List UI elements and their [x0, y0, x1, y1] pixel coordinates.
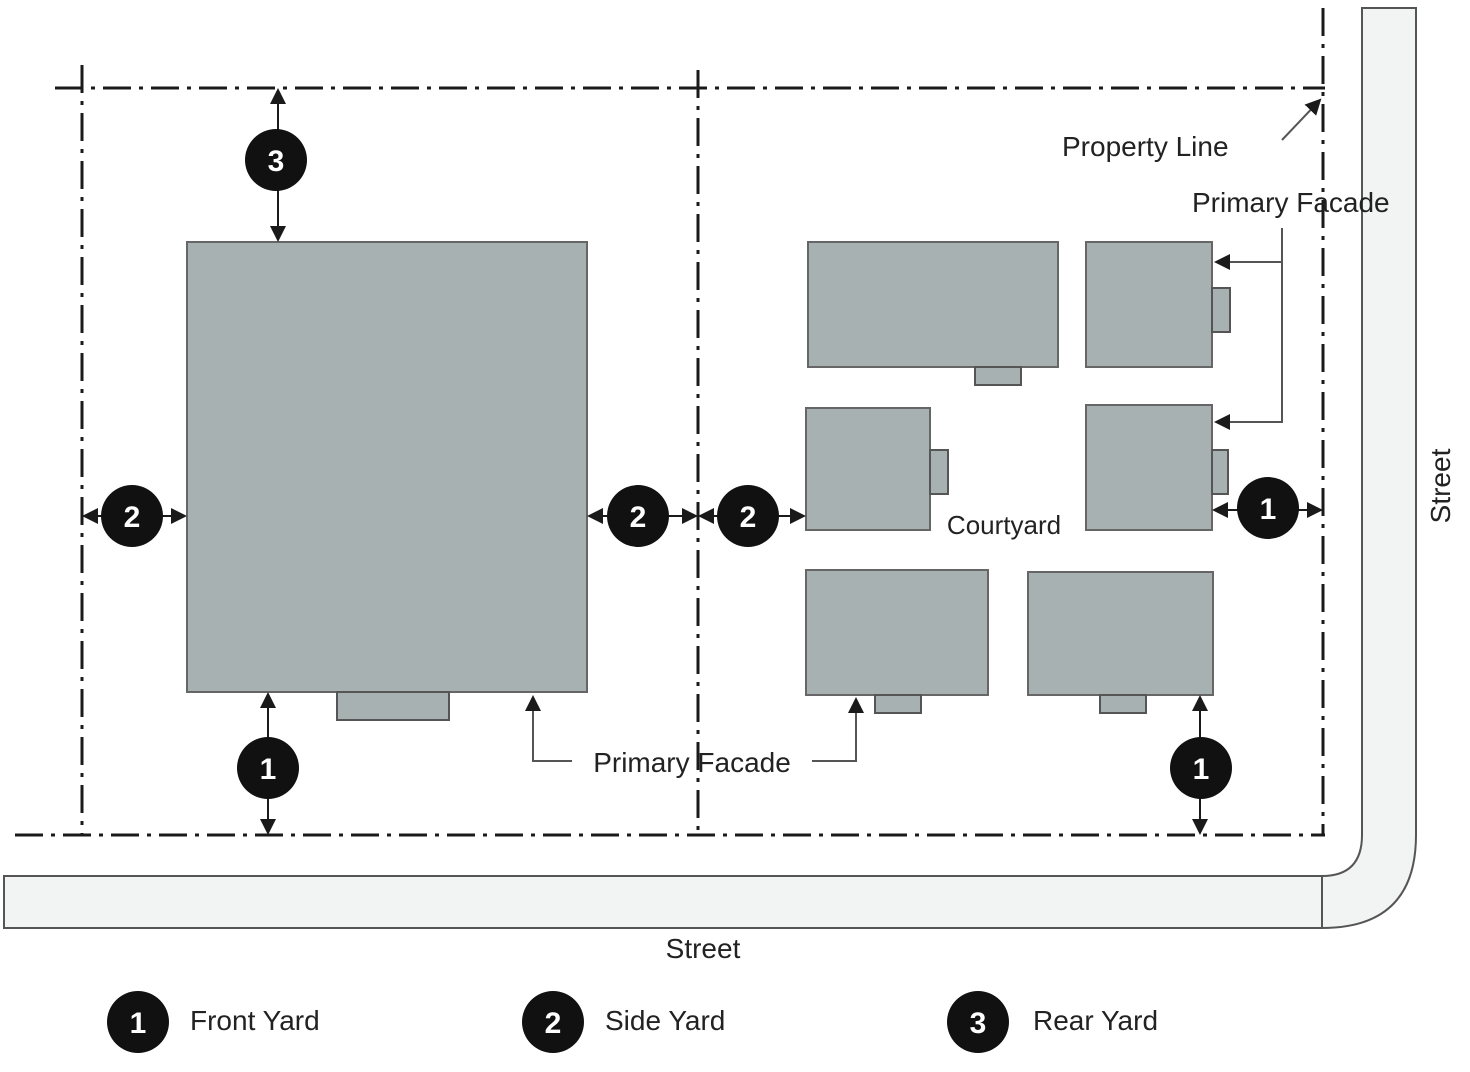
- badge-side-yard-right: 2: [717, 485, 779, 547]
- badge-front-yard-left: 1: [237, 737, 299, 799]
- entry-bottom-left: [874, 694, 922, 714]
- property-line-label: Property Line: [1062, 131, 1229, 162]
- svg-text:2: 2: [630, 501, 647, 534]
- courtyard-label: Courtyard: [947, 510, 1061, 540]
- primary-facade-label-top: Primary Facade: [1192, 187, 1390, 218]
- street-right: [1321, 7, 1417, 930]
- svg-text:2: 2: [740, 501, 757, 534]
- street-bottom: [3, 875, 1323, 929]
- badge-side-yard-mid: 2: [607, 485, 669, 547]
- primary-facade-leader-mid: [1214, 262, 1283, 430]
- svg-text:3: 3: [268, 145, 285, 178]
- primary-facade-leader-right: [812, 697, 864, 762]
- building-mid-left: [805, 407, 931, 531]
- svg-text:2: 2: [124, 501, 141, 534]
- entry-bottom-right: [1099, 694, 1147, 714]
- legend-label-rear-yard: Rear Yard: [1033, 1005, 1158, 1036]
- badge-front-yard-right: 1: [1170, 737, 1232, 799]
- legend-item-side-yard: 2 Side Yard: [522, 991, 725, 1053]
- street-label-bottom: Street: [666, 933, 741, 964]
- legend-item-front-yard: 1 Front Yard: [107, 991, 320, 1053]
- building-top-left: [807, 241, 1059, 368]
- property-line-leader: [1281, 98, 1322, 141]
- legend-label-front-yard: Front Yard: [190, 1005, 320, 1036]
- building-bottom-left: [805, 569, 989, 696]
- primary-facade-leader-left: [525, 695, 572, 762]
- building-mid-right: [1085, 404, 1213, 531]
- entry-top-left: [974, 366, 1022, 386]
- entry-mid-left: [929, 449, 949, 495]
- legend-label-side-yard: Side Yard: [605, 1005, 725, 1036]
- entry-top-right: [1211, 287, 1231, 333]
- badge-front-yard-side: 1: [1237, 477, 1299, 539]
- primary-facade-label-bottom: Primary Facade: [593, 747, 791, 778]
- street-label-right: Street: [1425, 448, 1456, 523]
- legend-item-rear-yard: 3 Rear Yard: [947, 991, 1158, 1053]
- badge-side-yard-left: 2: [101, 485, 163, 547]
- primary-facade-leader-top: [1214, 228, 1283, 270]
- svg-text:1: 1: [130, 1007, 147, 1040]
- entry-mid-right: [1211, 449, 1229, 495]
- badge-rear-yard: 3: [245, 129, 307, 191]
- svg-text:1: 1: [1193, 753, 1210, 786]
- entry-large: [336, 691, 450, 721]
- building-large: [186, 241, 588, 693]
- svg-text:1: 1: [1260, 493, 1277, 526]
- building-bottom-right: [1027, 571, 1214, 696]
- svg-text:3: 3: [970, 1007, 987, 1040]
- svg-text:2: 2: [545, 1007, 562, 1040]
- svg-text:1: 1: [260, 753, 277, 786]
- building-top-right: [1085, 241, 1213, 368]
